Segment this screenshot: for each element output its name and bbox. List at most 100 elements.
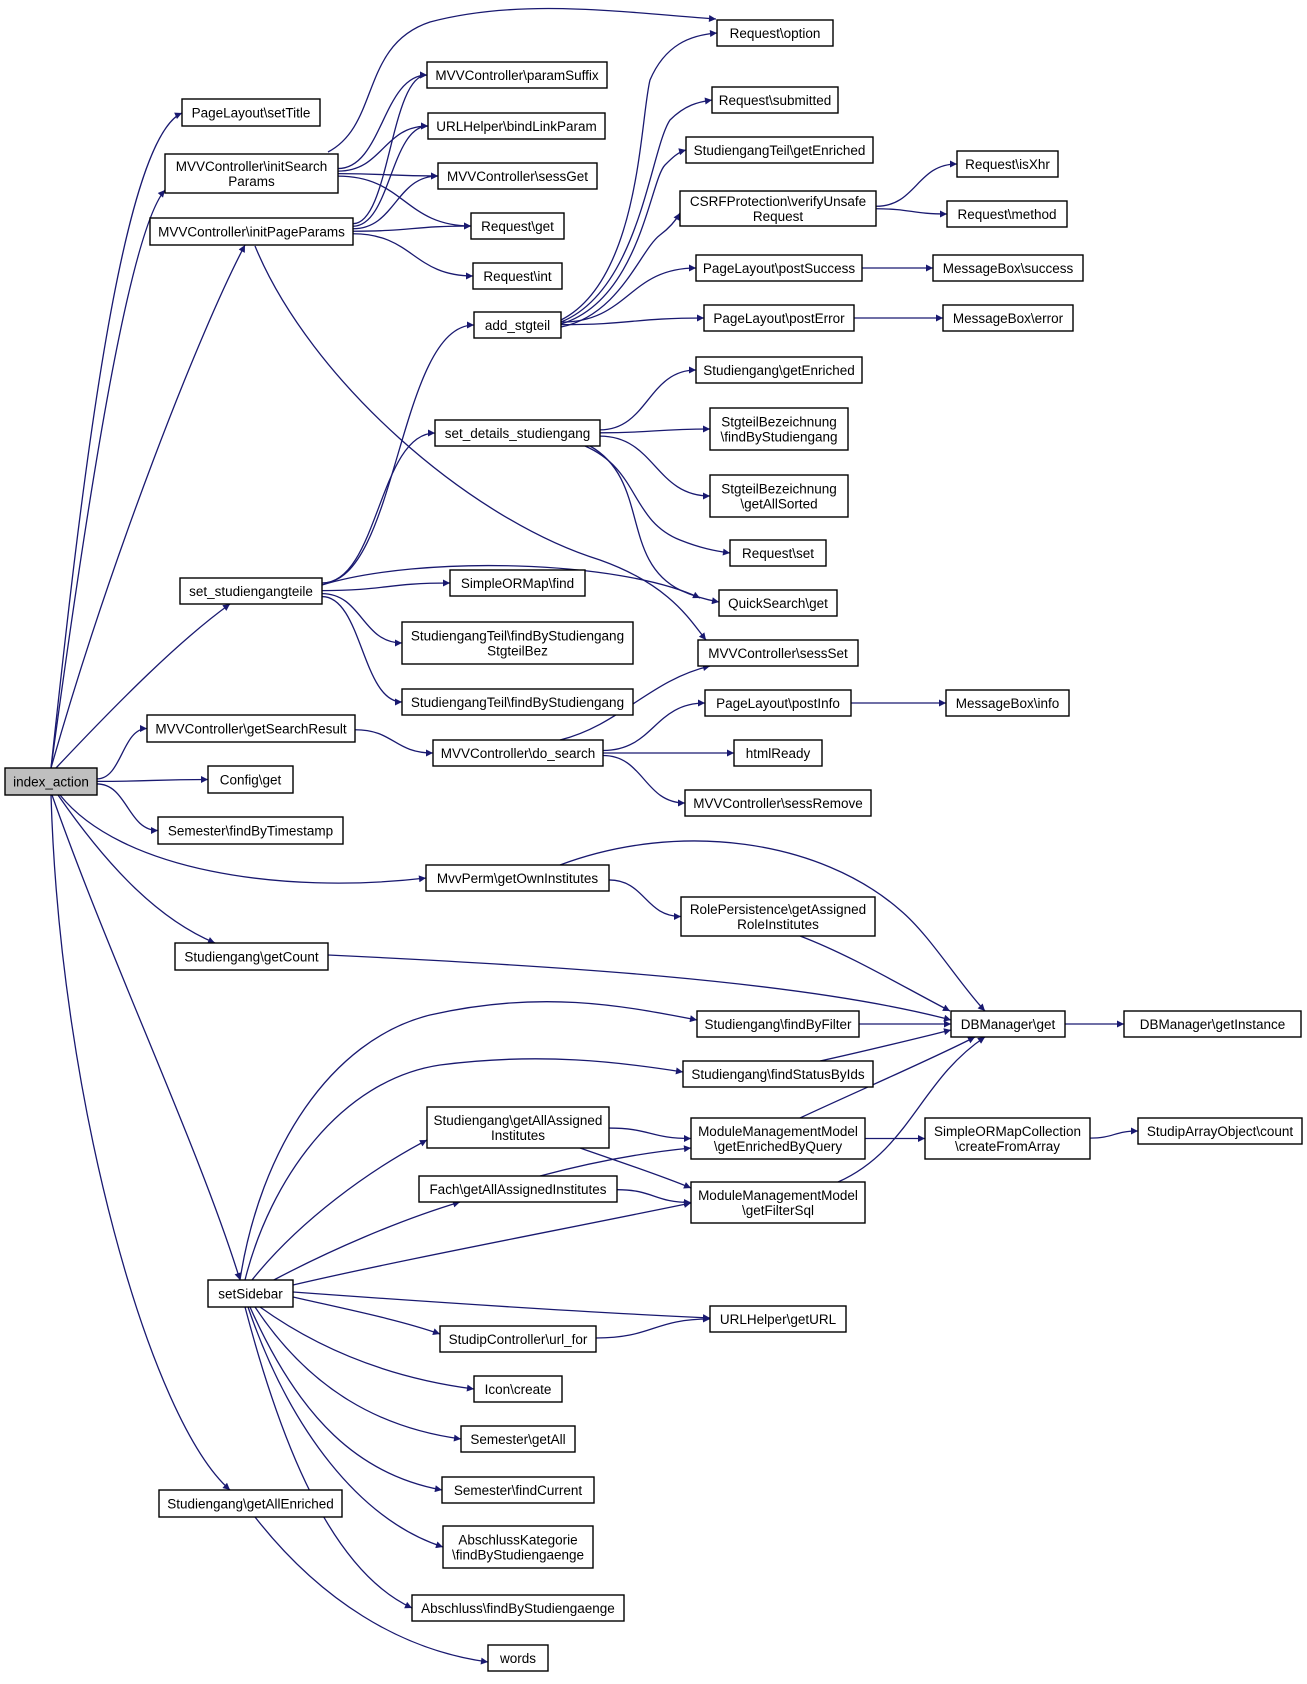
node-label: Fach\getAllAssignedInstitutes (429, 1182, 606, 1197)
node-getSearchResult[interactable]: MVVController\getSearchResult (146, 714, 356, 743)
edge-set_stgteile-to-stgTeilFindBez (321, 592, 403, 647)
node-htmlReady[interactable]: htmlReady (733, 739, 823, 767)
edge-sormColl-to-arrCount (1089, 1127, 1139, 1139)
node-add_stgteil[interactable]: add_stgteil (473, 311, 562, 339)
node-label: PageLayout\setTitle (192, 106, 311, 121)
node-iconCreate[interactable]: Icon\create (473, 1375, 563, 1403)
node-initPage[interactable]: MVVController\initPageParams (149, 217, 354, 246)
node-box (697, 639, 859, 667)
node-sormColl[interactable]: SimpleORMapCollection\createFromArray (924, 1117, 1091, 1160)
node-stgBezFind[interactable]: StgteilBezeichnung\findByStudiengang (709, 407, 849, 451)
node-semGetAll[interactable]: Semester\getAll (460, 1425, 576, 1453)
node-box (946, 200, 1068, 228)
node-reqMethod[interactable]: Request\method (946, 200, 1068, 228)
node-box (472, 262, 563, 290)
node-label: Request\submitted (719, 93, 832, 108)
node-reqGet[interactable]: Request\get (470, 212, 565, 240)
node-configGet[interactable]: Config\get (207, 765, 294, 794)
node-set_details[interactable]: set_details_studiengang (434, 419, 601, 447)
node-doSearch[interactable]: MVVController\do_search (432, 739, 604, 767)
node-dbInstance[interactable]: DBManager\getInstance (1123, 1010, 1302, 1038)
node-label: \findByStudiengang (720, 430, 837, 445)
node-box (945, 689, 1070, 717)
node-arrCount[interactable]: StudipArrayObject\count (1137, 1117, 1303, 1145)
edge-index-to-studGetAllEnriched (50, 794, 231, 1491)
node-mbInfo[interactable]: MessageBox\info (945, 689, 1070, 717)
edge-set_details-to-stgBezSorted (599, 435, 711, 500)
node-reqOption[interactable]: Request\option (716, 19, 834, 47)
node-box (716, 19, 834, 47)
node-postInfo[interactable]: PageLayout\postInfo (704, 689, 852, 717)
node-dbGet[interactable]: DBManager\get (950, 1010, 1066, 1038)
node-stgTeilFind[interactable]: StudiengangTeil\findByStudiengang (401, 688, 634, 716)
edge-doSearch-to-sessRemove (602, 754, 686, 807)
edge-set_details-to-qsGet (589, 445, 720, 605)
node-paramSuffix[interactable]: MVVController\paramSuffix (426, 61, 608, 89)
node-rolePers[interactable]: RolePersistence\getAssignedRoleInstitute… (680, 896, 876, 937)
node-mbError[interactable]: MessageBox\error (942, 304, 1074, 332)
node-box (729, 539, 827, 567)
node-studFindFilter[interactable]: Studiengang\findByFilter (696, 1010, 860, 1038)
node-box (441, 1476, 595, 1504)
node-stgTeilGetEnriched[interactable]: StudiengangTeil\getEnriched (685, 136, 874, 164)
node-bindLinkParam[interactable]: URLHelper\bindLinkParam (427, 112, 606, 140)
node-label: Studiengang\getAllEnriched (167, 1497, 334, 1512)
node-label: ModuleManagementModel (698, 1188, 858, 1203)
node-sessRemove[interactable]: MVVController\sessRemove (684, 789, 872, 817)
node-stgBezSorted[interactable]: StgteilBezeichnung\getAllSorted (709, 474, 849, 518)
node-mbSuccess[interactable]: MessageBox\success (932, 254, 1084, 282)
node-setTitle[interactable]: PageLayout\setTitle (181, 98, 321, 127)
node-setSidebar[interactable]: setSidebar (207, 1279, 294, 1308)
node-mmmFilterSql[interactable]: ModuleManagementModel\getFilterSql (690, 1181, 866, 1224)
node-box (690, 1117, 866, 1160)
node-studGetEnriched[interactable]: Studiengang\getEnriched (695, 356, 863, 384)
node-reqIsXhr[interactable]: Request\isXhr (956, 150, 1059, 178)
node-set_stgteile[interactable]: set_studiengangteile (179, 577, 323, 605)
node-label: Institutes (491, 1128, 545, 1143)
node-sormFind[interactable]: SimpleORMap\find (449, 569, 586, 597)
edge-setSidebar-to-urlFor (292, 1296, 441, 1335)
node-mmmEnriched[interactable]: ModuleManagementModel\getEnrichedByQuery (690, 1117, 866, 1160)
node-label: \createFromArray (955, 1139, 1060, 1154)
node-studGetCount[interactable]: Studiengang\getCount (174, 942, 329, 971)
node-sessGet[interactable]: MVVController\sessGet (437, 162, 598, 190)
node-mvvPerm[interactable]: MvvPerm\getOwnInstitutes (425, 864, 610, 892)
node-postSuccess[interactable]: PageLayout\postSuccess (695, 254, 863, 282)
node-urlFor[interactable]: StudipController\url_for (439, 1325, 597, 1353)
node-words[interactable]: words (487, 1644, 549, 1672)
node-box (1123, 1010, 1302, 1038)
node-abschlussFind[interactable]: Abschluss\findByStudiengaenge (411, 1594, 625, 1622)
node-urlGetURL[interactable]: URLHelper\getURL (709, 1305, 847, 1333)
node-abschlussKat[interactable]: AbschlussKategorie\findByStudiengaenge (442, 1525, 594, 1569)
node-studGetAllEnriched[interactable]: Studiengang\getAllEnriched (158, 1489, 343, 1518)
edge-add_stgteil-to-reqOption (560, 30, 718, 321)
node-semFindCurrent[interactable]: Semester\findCurrent (441, 1476, 595, 1504)
node-fachAllAssigned[interactable]: Fach\getAllAssignedInstitutes (418, 1175, 618, 1203)
node-box (181, 98, 321, 127)
node-box (442, 1525, 594, 1569)
node-label: StgteilBezeichnung (721, 415, 837, 430)
node-studFindStatus[interactable]: Studiengang\findStatusByIds (682, 1060, 874, 1088)
edge-studFindStatus-to-dbGet (819, 1028, 952, 1062)
node-reqInt[interactable]: Request\int (472, 262, 563, 290)
node-label: PageLayout\postError (713, 311, 845, 326)
node-reqSet[interactable]: Request\set (729, 539, 827, 567)
node-studAllAssigned[interactable]: Studiengang\getAllAssignedInstitutes (426, 1106, 610, 1149)
node-qsGet[interactable]: QuickSearch\get (718, 589, 838, 617)
edge-set_stgteile-to-set_details (321, 429, 436, 584)
node-label: RoleInstitutes (737, 917, 819, 932)
node-label: Studiengang\findByFilter (704, 1017, 852, 1032)
node-box (157, 816, 344, 845)
node-sessSet[interactable]: MVVController\sessSet (697, 639, 859, 667)
node-postError[interactable]: PageLayout\postError (703, 304, 855, 332)
edge-add_stgteil-to-reqSubmitted (560, 97, 713, 323)
node-semFindTs[interactable]: Semester\findByTimestamp (157, 816, 344, 845)
node-box (696, 1010, 860, 1038)
node-label: add_stgteil (485, 318, 550, 333)
node-index[interactable]: index_action (4, 767, 98, 796)
node-label: \getAllSorted (740, 497, 817, 512)
node-stgTeilFindBez[interactable]: StudiengangTeil\findByStudiengangStgteil… (401, 621, 634, 665)
node-reqSubmitted[interactable]: Request\submitted (711, 86, 839, 114)
